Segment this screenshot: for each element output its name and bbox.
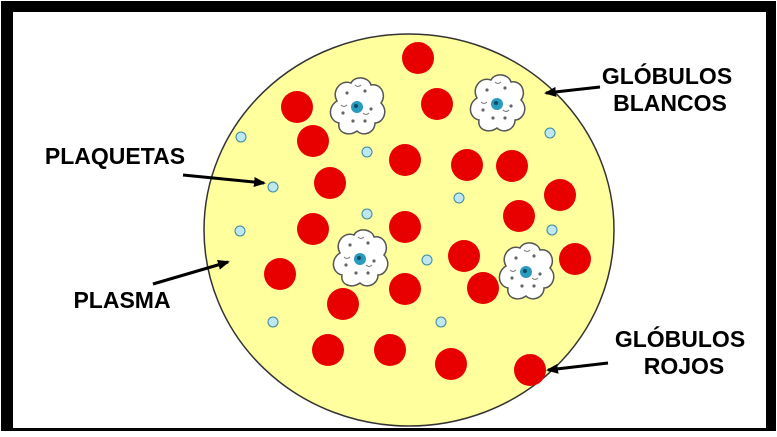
red-blood-cell-icon bbox=[297, 125, 329, 157]
red-blood-cell-icon bbox=[297, 213, 329, 245]
label-plasma: PLASMA bbox=[73, 287, 170, 313]
red-blood-cell-icon bbox=[514, 354, 546, 386]
red-blood-cell-icon bbox=[374, 334, 406, 366]
platelet-icon bbox=[362, 209, 372, 219]
red-blood-cell-icon bbox=[435, 348, 467, 380]
red-blood-cell-icon bbox=[389, 273, 421, 305]
platelet-icon bbox=[454, 193, 464, 203]
red-blood-cell-icon bbox=[389, 144, 421, 176]
label-globulos-rojos-line2: ROJOS bbox=[644, 353, 725, 379]
red-blood-cell-icon bbox=[264, 258, 296, 290]
platelet-icon bbox=[436, 317, 446, 327]
red-blood-cell-icon bbox=[402, 42, 434, 74]
platelet-icon bbox=[362, 147, 372, 157]
label-plaquetas: PLAQUETAS bbox=[45, 143, 185, 169]
platelet-icon bbox=[236, 132, 246, 142]
platelet-icon bbox=[235, 226, 245, 236]
red-blood-cell-icon bbox=[389, 211, 421, 243]
red-blood-cell-icon bbox=[281, 91, 313, 123]
red-blood-cell-icon bbox=[496, 150, 528, 182]
red-blood-cell-icon bbox=[314, 167, 346, 199]
platelet-icon bbox=[547, 225, 557, 235]
label-globulos-rojos-line1: GLÓBULOS bbox=[615, 325, 745, 352]
red-blood-cell-icon bbox=[312, 334, 344, 366]
platelet-icon bbox=[545, 128, 555, 138]
red-blood-cell-icon bbox=[421, 88, 453, 120]
red-blood-cell-icon bbox=[327, 288, 359, 320]
red-blood-cell-icon bbox=[451, 149, 483, 181]
platelet-icon bbox=[268, 317, 278, 327]
label-globulos-blancos-line2: BLANCOS bbox=[613, 90, 727, 116]
platelet-icon bbox=[422, 255, 432, 265]
label-globulos-blancos-line1: GLÓBULOS bbox=[602, 62, 732, 89]
red-blood-cell-icon bbox=[503, 200, 535, 232]
red-blood-cell-icon bbox=[559, 243, 591, 275]
red-blood-cell-icon bbox=[544, 179, 576, 211]
red-blood-cell-icon bbox=[467, 272, 499, 304]
platelet-icon bbox=[268, 182, 278, 192]
red-blood-cell-icon bbox=[448, 240, 480, 272]
